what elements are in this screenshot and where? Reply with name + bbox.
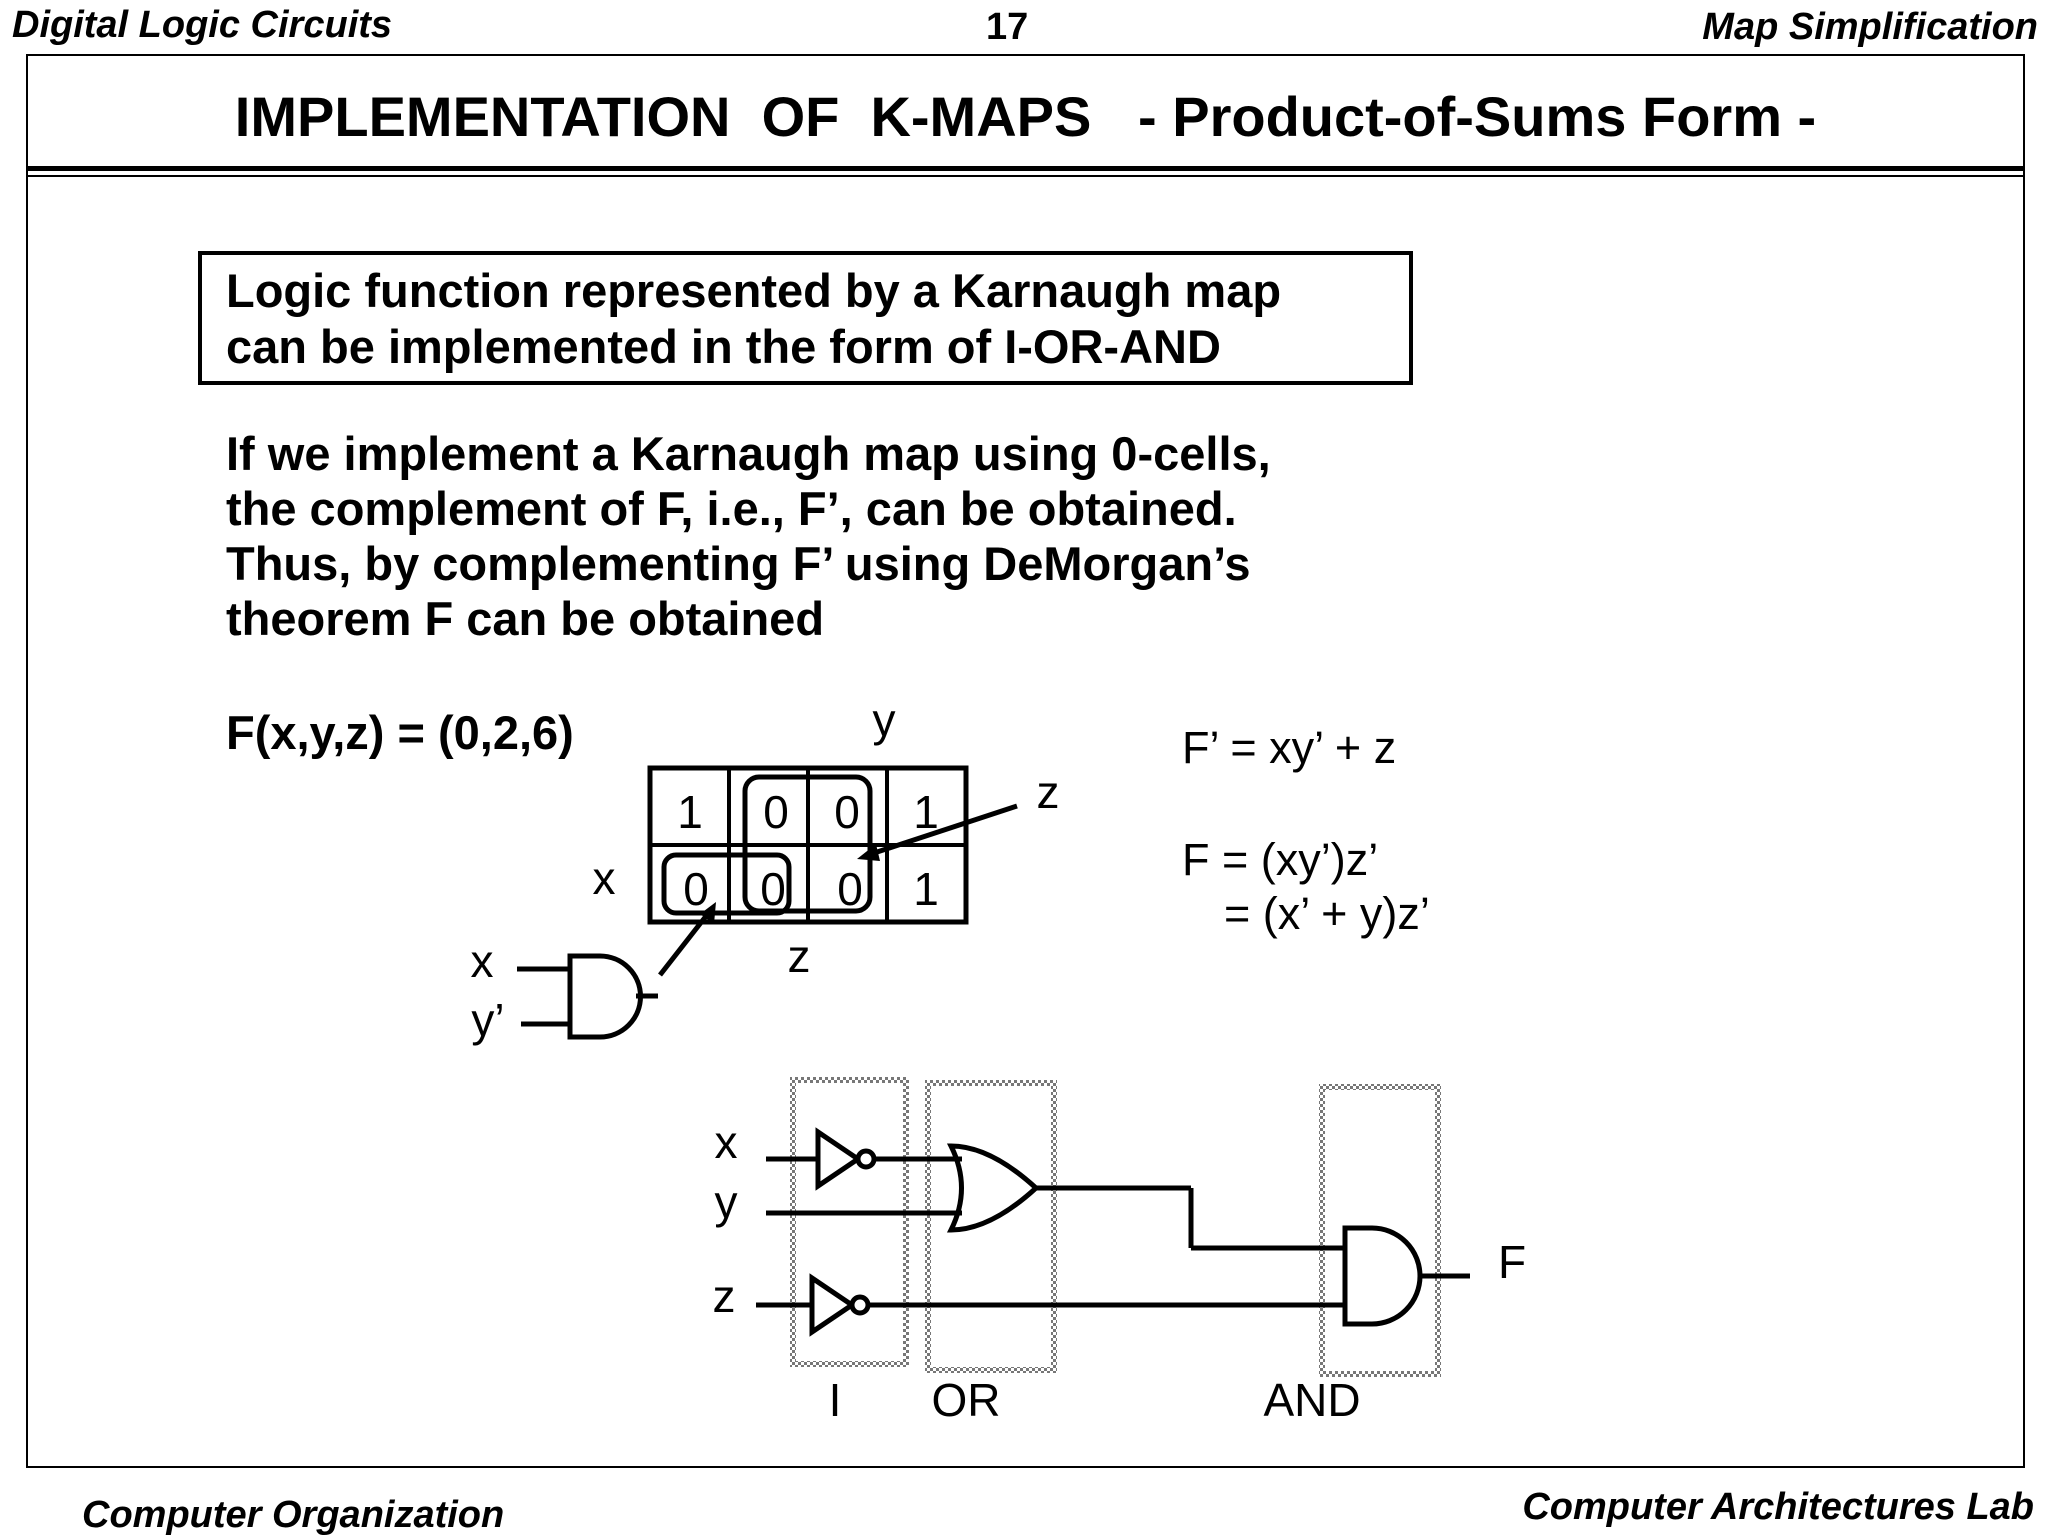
arrow-and-group-head [700, 902, 716, 924]
equation-f-line-1: F = (xy’)z’ [1182, 834, 1379, 885]
header-course-title: Digital Logic Circuits [12, 4, 393, 46]
circuit-label-z: z [713, 1270, 736, 1322]
kmap-cell-r0c2: 0 [834, 786, 860, 838]
inverter-x-body [815, 1127, 863, 1191]
arrow-and-group-line [658, 909, 712, 977]
circuit-label-y: y [715, 1176, 738, 1228]
definition-line-2: can be implemented in the form of I-OR-A… [226, 320, 1221, 373]
header-topic: Map Simplification [1702, 6, 2038, 48]
stage-box-inverters [790, 1077, 909, 1367]
kmap-group-zero-cells-row [661, 852, 792, 916]
kmap-label-y: y [873, 694, 896, 746]
equation-f-line-2: = (x’ + y)z’ [1224, 888, 1430, 939]
title-divider-thick [26, 166, 2025, 171]
arrow-z-group-line [867, 803, 1018, 858]
kmap-group-zero-cells-columns [742, 774, 873, 914]
kmap-label-z-right: z [1037, 766, 1060, 818]
definition-line-1: Logic function represented by a Karnaugh… [226, 264, 1282, 317]
and-gate-body [1342, 1225, 1423, 1327]
kmap-cell-r0c0: 1 [677, 786, 703, 838]
inverter-z-bubble [849, 1294, 871, 1316]
kmap-label-z-bottom: z [788, 930, 811, 982]
arrow-z-group-head [857, 844, 880, 861]
stage-label-and: AND [1263, 1374, 1360, 1426]
definition-box: Logic function represented by a Karnaugh… [198, 251, 1413, 385]
footer-lab: Computer Architectures Lab [1522, 1486, 2034, 1528]
footer-course: Computer Organization [82, 1494, 505, 1536]
circuit-label-x: x [715, 1116, 738, 1168]
small-and-label-y-prime: y’ [471, 994, 504, 1046]
stage-label-i: I [829, 1374, 842, 1426]
karnaugh-map: 1 0 0 1 0 0 0 1 y x z z [593, 694, 1060, 982]
stage-label-or: OR [932, 1374, 1001, 1426]
kmap-cell-r0c1: 0 [763, 786, 789, 838]
kmap-cell-r0c3: 1 [913, 786, 939, 838]
kmap-label-x: x [593, 852, 616, 904]
kmap-cell-r1c2: 0 [837, 863, 863, 915]
title-bar: IMPLEMENTATION OF K-MAPS - Product-of-Su… [26, 54, 2025, 164]
small-and-gate-body [567, 953, 643, 1040]
title-divider-thin [26, 175, 2025, 177]
inverter-x-bubble [855, 1148, 877, 1170]
slide-frame [26, 54, 2025, 1468]
small-and-gate: x y’ [471, 935, 658, 1046]
page-number: 17 [986, 6, 1029, 48]
explanation-line-3: Thus, by complementing F’ using DeMorgan… [226, 537, 1251, 590]
inverter-z-body [809, 1273, 857, 1337]
kmap-cell-r1c3: 1 [913, 863, 939, 915]
function-definition: F(x,y,z) = (0,2,6) [226, 706, 574, 759]
i-or-and-circuit: x y z F I OR AND [713, 1077, 1526, 1426]
kmap-cell-r1c1: 0 [760, 863, 786, 915]
stage-box-and [1319, 1084, 1441, 1377]
slide-title: IMPLEMENTATION OF K-MAPS - Product-of-Su… [234, 85, 1817, 148]
explanation-line-1: If we implement a Karnaugh map using 0-c… [226, 427, 1271, 480]
or-gate-body [946, 1143, 1040, 1233]
kmap-cell-r1c0: 0 [683, 863, 709, 915]
explanation-paragraph: If we implement a Karnaugh map using 0-c… [226, 426, 1271, 646]
circuit-label-f: F [1498, 1236, 1526, 1288]
explanation-line-2: the complement of F, i.e., F’, can be ob… [226, 482, 1237, 535]
explanation-line-4: theorem F can be obtained [226, 592, 825, 645]
equation-f-prime: F’ = xy’ + z [1182, 722, 1397, 773]
small-and-label-x: x [471, 935, 494, 987]
stage-box-or [925, 1080, 1057, 1373]
